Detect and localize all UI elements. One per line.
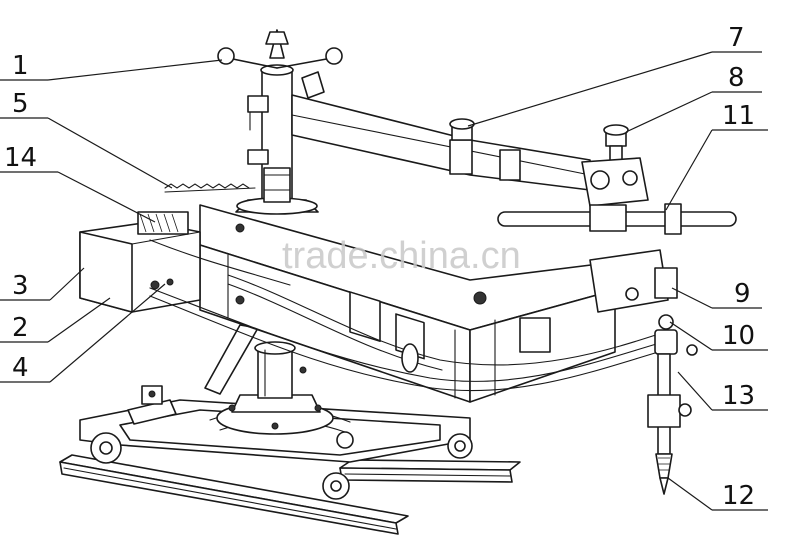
leader-lines (0, 51, 768, 511)
label-14: 14 (4, 143, 37, 173)
label-13: 13 (722, 381, 755, 411)
label-10: 10 (722, 321, 755, 351)
label-4: 4 (12, 353, 29, 383)
post-clamp-lower (247, 149, 269, 165)
label-7: 7 (728, 23, 745, 53)
label-8: 8 (728, 63, 745, 93)
label-5: 5 (12, 89, 29, 119)
wheel-front-right (322, 472, 350, 500)
base-rail-right (339, 459, 521, 483)
support-strut (204, 324, 259, 395)
watermark: trade.china.cn (282, 235, 521, 277)
vertical-post (235, 64, 319, 215)
base-clamp-block (127, 385, 177, 425)
torch-head-assembly (581, 157, 649, 207)
label-1: 1 (12, 51, 29, 81)
label-9: 9 (734, 279, 751, 309)
label-3: 3 (12, 271, 29, 301)
handle-bar (497, 203, 737, 235)
drive-motor (589, 249, 678, 313)
control-box (79, 211, 201, 313)
label-2: 2 (12, 313, 29, 343)
tension-spring (164, 183, 256, 193)
wheel-front-left (90, 432, 122, 464)
cutting-torch (647, 314, 698, 495)
base-rail-left (59, 454, 409, 535)
label-12: 12 (722, 481, 755, 511)
gas-hoses (149, 239, 673, 392)
wheel-rear-mid (336, 431, 354, 449)
horizontal-beam (291, 94, 591, 191)
label-11: 11 (722, 101, 755, 131)
adjust-knob-7 (449, 118, 475, 141)
post-clamp-upper (247, 95, 269, 131)
wheel-rear-right (447, 433, 473, 459)
center-column (216, 341, 334, 435)
